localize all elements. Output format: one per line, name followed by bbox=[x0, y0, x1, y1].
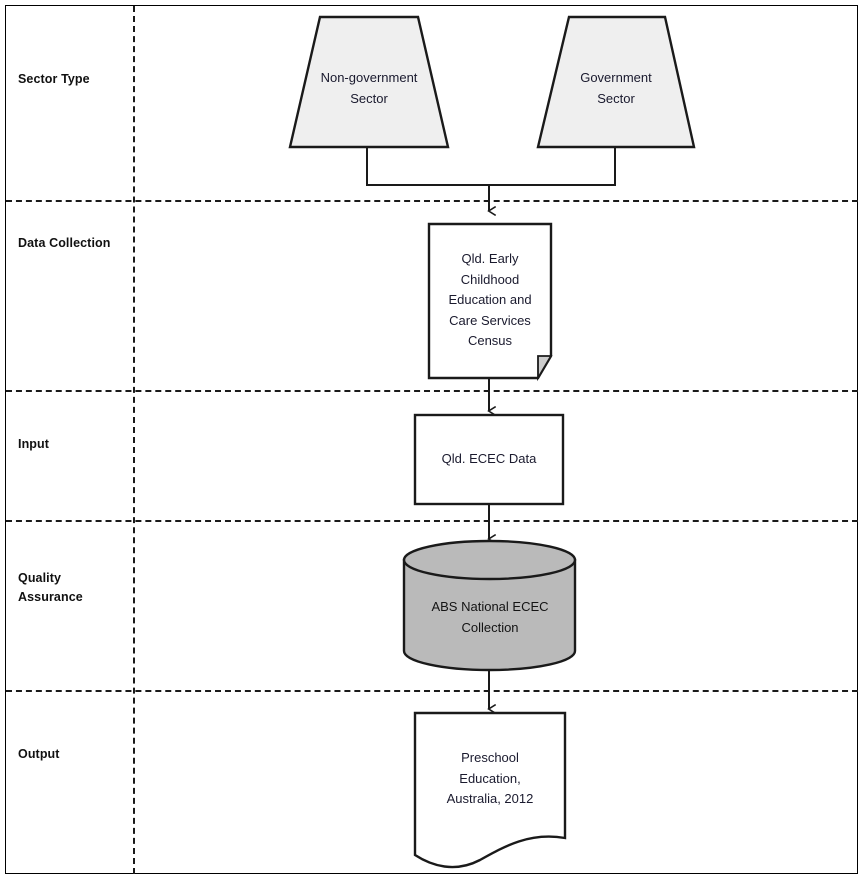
row-divider-input-quality bbox=[6, 520, 858, 522]
node-census[interactable] bbox=[427, 222, 553, 380]
row-divider-sector-data bbox=[6, 200, 858, 202]
row-label-quality-assurance: Quality Assurance bbox=[18, 571, 83, 604]
node-ecec-data[interactable] bbox=[413, 413, 565, 506]
label-column-divider bbox=[133, 6, 135, 874]
connector-sectors-merge bbox=[366, 147, 616, 186]
node-publication[interactable] bbox=[413, 711, 567, 869]
node-non-government-sector[interactable] bbox=[288, 15, 450, 149]
row-label-sector-type: Sector Type bbox=[18, 72, 90, 86]
row-divider-quality-output bbox=[6, 690, 858, 692]
row-label-output: Output bbox=[18, 747, 60, 761]
row-label-data-collection: Data Collection bbox=[18, 236, 111, 250]
node-abs-collection-top bbox=[402, 539, 577, 581]
node-government-sector[interactable] bbox=[536, 15, 696, 149]
diagram-outer-border bbox=[5, 5, 858, 874]
node-abs-collection-body[interactable] bbox=[402, 558, 577, 672]
row-divider-data-input bbox=[6, 390, 858, 392]
census-folded-corner-icon bbox=[537, 355, 553, 382]
row-label-input: Input bbox=[18, 437, 50, 451]
